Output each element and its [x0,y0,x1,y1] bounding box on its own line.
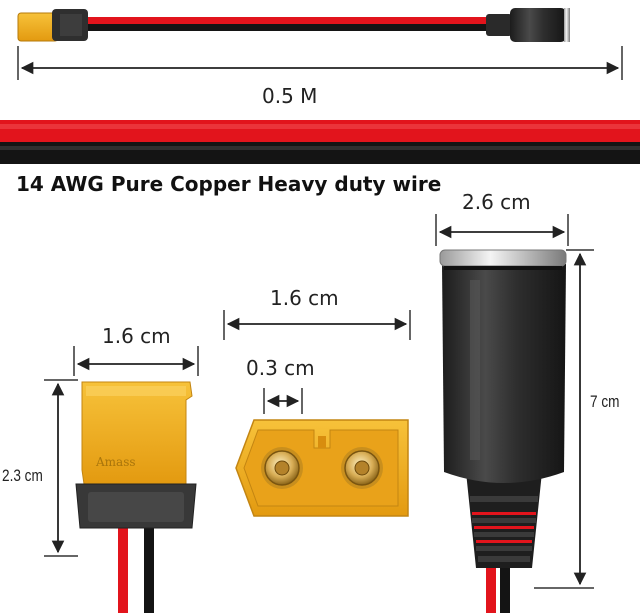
xt60-pin-gap-label: 0.3 cm [246,356,315,380]
wire-closeup [0,120,640,164]
socket-height-label: 7 cm [590,392,620,411]
mini-socket [510,8,566,42]
socket-width-label: 2.6 cm [462,190,531,214]
brand-mark-side: Amass [95,455,136,469]
xt60-front-view [223,310,411,517]
xt60-side-width-label: 1.6 cm [102,324,171,348]
xt60-side-height-label: 2.3 cm [2,466,43,485]
socket-chrome-rim [439,249,567,267]
wire-description: 14 AWG Pure Copper Heavy duty wire [16,172,442,196]
xt60-front-width-label: 1.6 cm [270,286,339,310]
cable-assembly [17,8,570,42]
length-dimension [17,46,623,80]
xt60-side-view: Amass [44,346,199,613]
socket-view [435,214,594,613]
cable-length-label: 0.5 M [262,84,318,108]
